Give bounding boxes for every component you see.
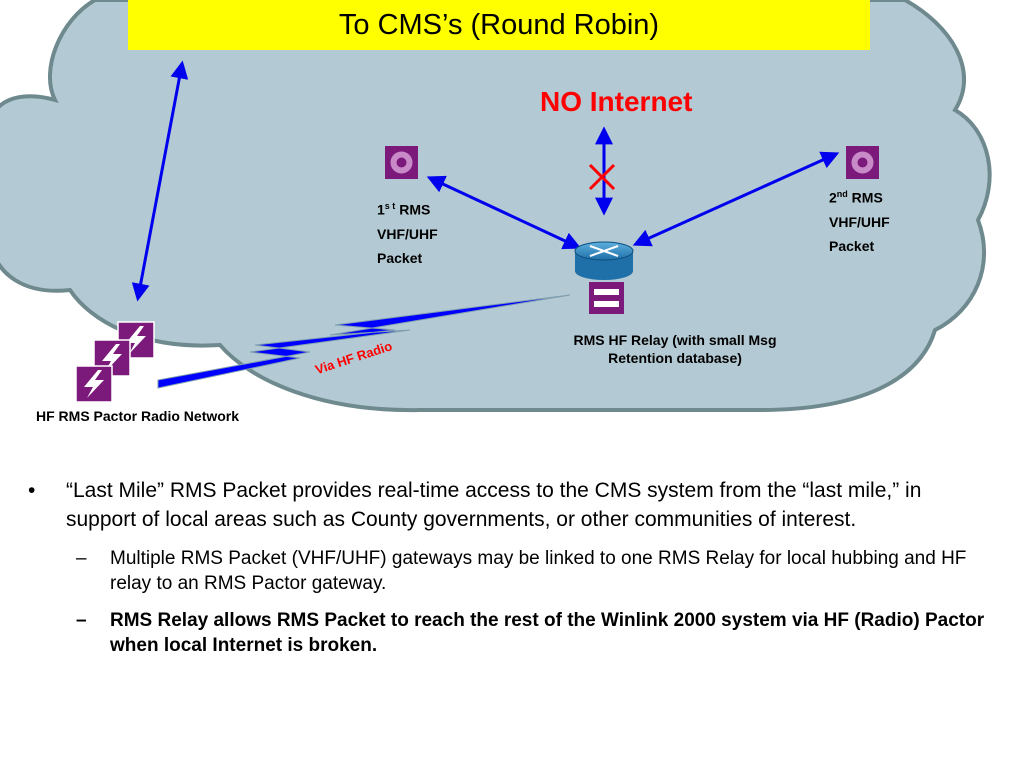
relay-label: RMS HF Relay (with small Msg Retention d… (540, 331, 810, 367)
relay-line2: Retention database) (608, 350, 742, 366)
bullet-sub1-text: Multiple RMS Packet (VHF/UHF) gateways m… (110, 548, 967, 594)
router-icon (574, 241, 634, 280)
rms2-line1: RMS (847, 189, 883, 206)
bullet-sub: – RMS Relay allows RMS Packet to reach t… (76, 608, 1008, 658)
cms-link-arrow (131, 60, 189, 302)
rms1-line3: Packet (377, 249, 423, 266)
rms1-link-arrow (426, 175, 582, 250)
bullet-dash: – (76, 610, 87, 631)
bullet-list: • “Last Mile” RMS Packet provides real-t… (28, 476, 1008, 658)
rms2-sup: nd (836, 189, 848, 199)
bullet-marker: • (28, 479, 36, 502)
broken-link-x-icon (588, 163, 616, 191)
rms2-line2: VHF/UHF (829, 213, 890, 230)
rms2-line3: Packet (829, 237, 875, 254)
bullet-sub: – Multiple RMS Packet (VHF/UHF) gateways… (76, 546, 1008, 596)
bullet-dash: – (76, 548, 87, 569)
rms2-node-icon (846, 146, 879, 179)
rms1-line1: RMS (395, 201, 431, 218)
cms-banner: To CMS’s (Round Robin) (128, 0, 870, 50)
rms2-num: 2 (829, 189, 837, 206)
rms2-label: 2nd RMS VHF/UHF Packet (829, 182, 890, 258)
bullet-main-text: “Last Mile” RMS Packet provides real-tim… (66, 479, 922, 531)
rms1-sup: s t (384, 201, 396, 211)
hf-network-label: HF RMS Pactor Radio Network (36, 408, 240, 424)
rms1-node-icon (385, 146, 418, 179)
rms1-line2: VHF/UHF (377, 225, 438, 242)
relay-line1: RMS HF Relay (with small Msg (573, 332, 777, 348)
rms1-num: 1 (377, 201, 385, 218)
relay-server-icon (589, 282, 624, 314)
rms2-link-arrow (632, 151, 840, 247)
bullet-sub2-text: RMS Relay allows RMS Packet to reach the… (110, 610, 985, 656)
network-diagram: Via HF Radio (0, 0, 992, 413)
bullet-main: • “Last Mile” RMS Packet provides real-t… (28, 476, 1008, 534)
hf-station-icon (75, 365, 113, 403)
no-internet-label: NO Internet (540, 86, 693, 117)
rms1-label: 1s t RMS VHF/UHF Packet (377, 194, 438, 270)
hf-radio-bolt (157, 294, 571, 389)
